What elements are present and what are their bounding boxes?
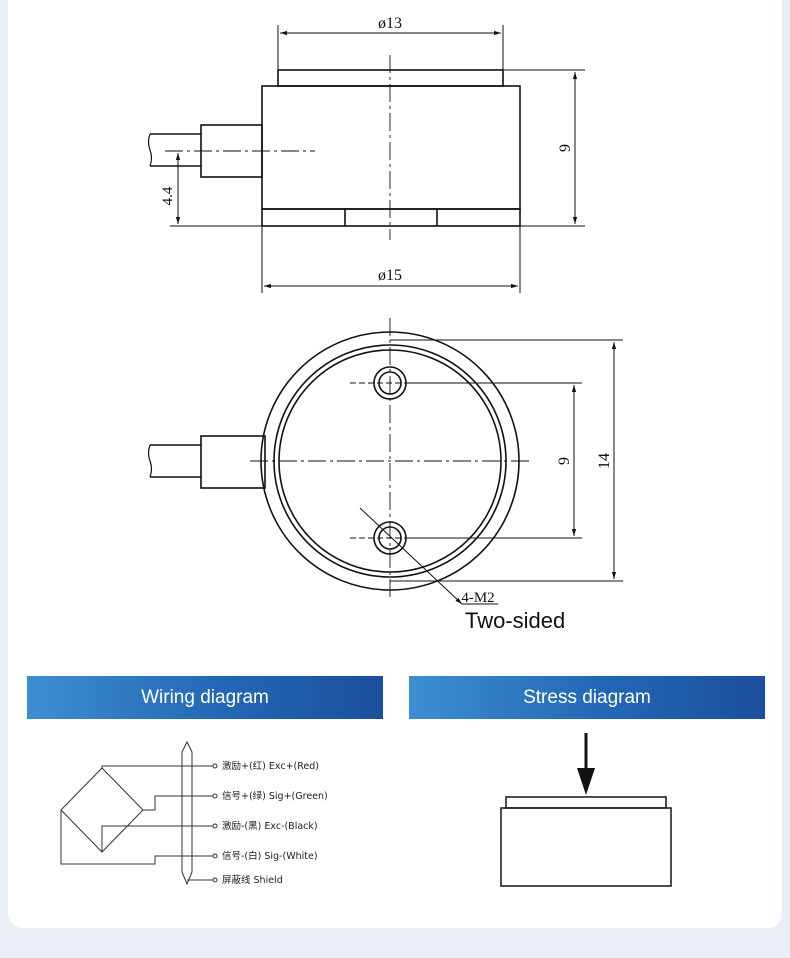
wiring-diagram-banner: Wiring diagram xyxy=(27,676,383,719)
dim-bottom-diameter-line xyxy=(261,226,521,293)
thread-label: 4-M2 xyxy=(461,590,494,606)
stress-diagram-banner: Stress diagram xyxy=(409,676,765,719)
two-sided-note: Two-sided xyxy=(465,608,565,633)
dim-outer: 14 xyxy=(596,453,613,469)
dim-top-diameter: ø13 xyxy=(378,15,402,32)
wire-label-shield: 屏蔽线 Shield xyxy=(222,874,283,886)
dim-cable-height-line xyxy=(170,153,262,227)
wire-label-exc-minus: 激励-(黑) Exc-(Black) xyxy=(222,820,318,832)
dim-top-diameter-line xyxy=(277,25,504,70)
wire-label-sig-plus: 信号+(绿) Sig+(Green) xyxy=(222,790,328,802)
wiring-diagram xyxy=(60,740,215,886)
dim-height: 9 xyxy=(557,144,574,152)
side-view xyxy=(147,69,521,227)
wire-label-exc-plus: 激励+(红) Exc+(Red) xyxy=(222,760,319,772)
dim-bottom-diameter: ø15 xyxy=(378,267,402,284)
dim-height-line xyxy=(503,69,585,227)
plan-view-centerlines xyxy=(250,318,530,598)
dim-hole-spacing-line xyxy=(406,382,582,539)
wiring-terminals xyxy=(212,763,218,883)
force-arrow xyxy=(577,733,595,795)
dim-outer-line xyxy=(390,339,623,582)
thread-leader xyxy=(359,507,498,605)
side-view-centerlines xyxy=(165,55,391,240)
wire-label-sig-minus: 信号-(白) Sig-(White) xyxy=(222,850,318,862)
dim-hole-spacing: 9 xyxy=(556,457,573,465)
stress-diagram xyxy=(500,796,672,887)
dim-cable-height: 4.4 xyxy=(160,186,176,205)
content-card xyxy=(8,0,782,928)
